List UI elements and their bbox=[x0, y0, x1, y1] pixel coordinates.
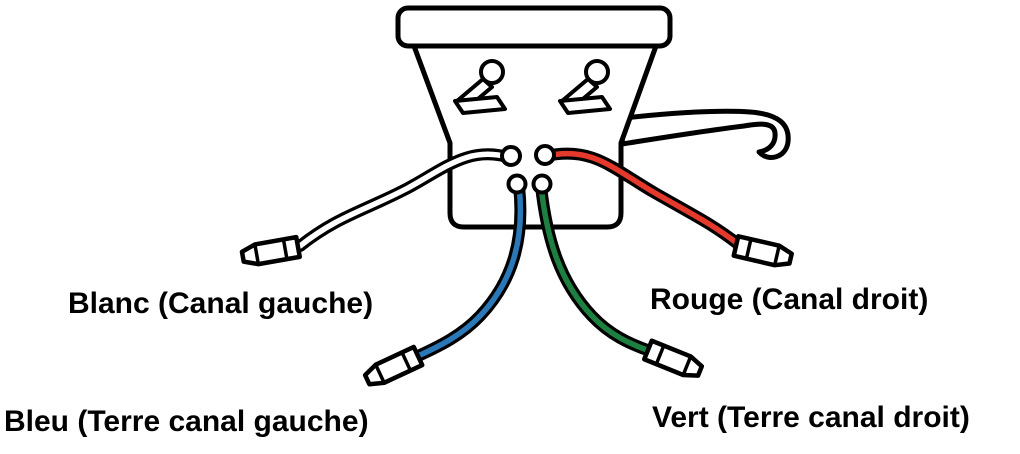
label-red-wire: Rouge (Canal droit) bbox=[650, 283, 928, 316]
screw-head-right bbox=[584, 59, 610, 85]
screw-washer-left bbox=[453, 95, 507, 115]
finger-lift bbox=[619, 108, 791, 160]
red-wire-core bbox=[543, 150, 741, 247]
headshell-top-cap bbox=[395, 5, 673, 49]
blue-wire-terminal bbox=[362, 344, 425, 387]
pin-right-ground bbox=[531, 173, 553, 195]
blue-wire-core bbox=[415, 183, 524, 359]
red-wire bbox=[540, 147, 744, 250]
green-wire-core bbox=[538, 183, 653, 354]
label-white-wire: Blanc (Canal gauche) bbox=[68, 287, 373, 320]
mounting-screw-left bbox=[453, 59, 507, 115]
white-wire bbox=[294, 148, 517, 252]
label-green-wire: Vert (Terre canal droit) bbox=[652, 401, 970, 434]
cartridge-pins bbox=[500, 144, 556, 195]
blue-wire bbox=[412, 180, 527, 362]
screw-head-left bbox=[479, 59, 505, 85]
pin-left-ground bbox=[506, 173, 528, 195]
white-wire-core bbox=[297, 151, 514, 249]
red-wire-terminal bbox=[731, 234, 794, 268]
headshell-body bbox=[411, 43, 659, 230]
white-wire-terminal bbox=[239, 234, 302, 267]
pin-right-channel bbox=[534, 144, 556, 166]
pin-left-channel bbox=[500, 145, 522, 167]
diagram-outline-group bbox=[239, 5, 794, 387]
green-wire-terminal bbox=[642, 338, 705, 378]
label-blue-wire: Bleu (Terre canal gauche) bbox=[4, 405, 369, 438]
screw-washer-right bbox=[558, 95, 612, 115]
green-wire bbox=[535, 180, 656, 357]
mounting-screw-right bbox=[558, 59, 612, 115]
